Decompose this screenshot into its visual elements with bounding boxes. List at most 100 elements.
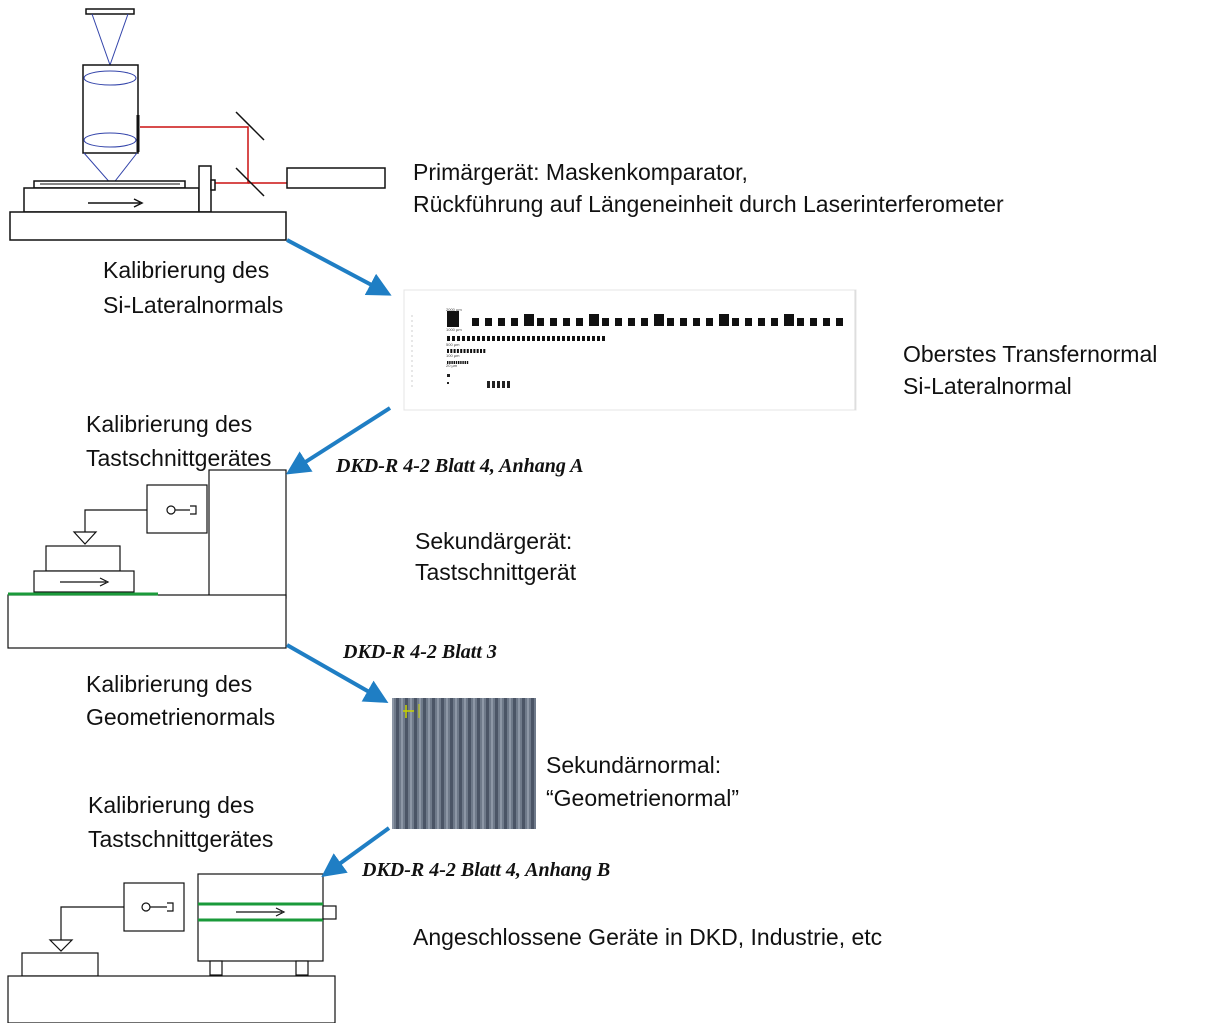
- si-mark-large: [576, 318, 583, 326]
- si-mark-large: [758, 318, 765, 326]
- si-mark-small: [452, 336, 455, 341]
- mirror-upper: [235, 111, 265, 141]
- si-mark-tiny: [476, 349, 479, 353]
- mask-comparator-drawing: [9, 8, 386, 241]
- si-mark-small: [447, 336, 450, 341]
- step1-label-line1: Kalibrierung des: [103, 257, 269, 283]
- ref-annex-b: DKD-R 4-2 Blatt 4, Anhang B: [361, 859, 610, 881]
- step4-label-line2: Tastschnittgerätes: [88, 826, 273, 852]
- si-mark-tiny: [470, 349, 473, 353]
- si-mark-small: [532, 336, 535, 341]
- stylus-tip-2: [48, 939, 74, 952]
- si-mark-small: [462, 336, 465, 341]
- comparator-base: [9, 211, 287, 241]
- si-mark-tiny: [462, 361, 464, 364]
- secondary-standard-label-line1: Sekundärnormal:: [546, 752, 721, 778]
- laser-source: [286, 167, 386, 189]
- si-mark-small: [467, 336, 470, 341]
- step3-label-line2: Geometrienormals: [86, 704, 275, 730]
- si-mark-large: [563, 318, 570, 326]
- si-mark-tiny: [483, 349, 486, 353]
- secondary-device-label-line1: Sekundärgerät:: [415, 528, 572, 554]
- si-mark-large: [447, 311, 459, 327]
- si-mark-small: [552, 336, 555, 341]
- si-mark-small: [582, 336, 585, 341]
- connected-devices-label: Angeschlossene Geräte in DKD, Industrie,…: [413, 924, 882, 950]
- si-mark-large: [472, 318, 479, 326]
- si-mark-small: [512, 336, 515, 341]
- si-mark-small: [497, 336, 500, 341]
- si-mark-large: [641, 318, 648, 326]
- si-mark-tiny: [453, 361, 455, 364]
- si-mark-small: [482, 336, 485, 341]
- ref-sheet3: DKD-R 4-2 Blatt 3: [342, 641, 497, 663]
- step3-label-line1: Kalibrierung des: [86, 671, 252, 697]
- si-mark-small: [537, 336, 540, 341]
- svg-text:2000 µm: 2000 µm: [446, 307, 462, 312]
- si-mark-large: [589, 314, 599, 326]
- si-mark-small: [472, 336, 475, 341]
- si-mark-large: [498, 318, 505, 326]
- si-mark-small: [602, 336, 605, 341]
- si-mark-tiny: [449, 361, 451, 364]
- secondary-device-label-line2: Tastschnittgerät: [415, 559, 577, 585]
- si-mark-large: [550, 318, 557, 326]
- arrow-to-si-standard: [286, 238, 392, 296]
- instrument-base-2: [7, 975, 336, 1023]
- instrument-base: [7, 594, 287, 649]
- objective-body: [82, 64, 139, 154]
- svg-text:1000 µm: 1000 µm: [446, 327, 462, 332]
- si-mark-tiny: [453, 349, 456, 353]
- si-mark-large: [810, 318, 817, 326]
- drive-shaft: [322, 905, 337, 920]
- step1-label-line2: Si-Lateralnormals: [103, 292, 283, 318]
- illumination-plate: [85, 8, 135, 15]
- si-mark-tiny: [466, 361, 469, 364]
- si-mark-large: [836, 318, 843, 326]
- light-cone-upper: [91, 13, 129, 67]
- si-mark-small: [592, 336, 595, 341]
- si-mark-tiny: [466, 349, 469, 353]
- si-mark-small: [562, 336, 565, 341]
- si-mark-small: [567, 336, 570, 341]
- si-mark-small: [587, 336, 590, 341]
- interferometer-mirror: [198, 165, 212, 213]
- si-mark-small: [477, 336, 480, 341]
- step4-label-line1: Kalibrierung des: [88, 792, 254, 818]
- comparator-stage: [23, 187, 200, 213]
- si-mark-large: [771, 318, 778, 326]
- svg-text:100 µm: 100 µm: [446, 353, 460, 358]
- si-mark-small: [557, 336, 560, 341]
- si-mark-large: [485, 318, 492, 326]
- si-mark-large: [654, 314, 664, 326]
- si-mark-tiny: [463, 349, 466, 353]
- step2-label-line2: Tastschnittgerätes: [86, 445, 271, 471]
- si-mark-small: [597, 336, 600, 341]
- si-mark-small: [577, 336, 580, 341]
- si-lateral-standard-image: 2000 µm 1000 µm 500 µm 100 µm 20 µm: [403, 289, 857, 411]
- specimen-block: [45, 545, 121, 572]
- laser-beam: [140, 126, 249, 184]
- si-mark-large: [680, 318, 687, 326]
- si-mark-large: [615, 318, 622, 326]
- si-mark-tiny: [460, 361, 462, 364]
- stylus-arm-2: [60, 906, 124, 940]
- si-mark-tiny: [458, 361, 460, 364]
- si-mark-large: [706, 318, 713, 326]
- si-mark-tiny: [464, 361, 466, 364]
- si-mark-large: [823, 318, 830, 326]
- si-mark-small: [572, 336, 575, 341]
- si-mark-tiny: [480, 349, 482, 353]
- instrument-column: [208, 469, 287, 599]
- arrow-to-connected-devices: [321, 826, 391, 878]
- si-mark-small: [502, 336, 505, 341]
- top-standard-label-line2: Si-Lateralnormal: [903, 373, 1072, 399]
- svg-text:20 µm: 20 µm: [446, 363, 458, 368]
- workpiece: [21, 952, 99, 977]
- arrow-to-stylus-instrument: [285, 406, 392, 475]
- step2-label-line1: Kalibrierung des: [86, 411, 252, 437]
- si-mark-small: [527, 336, 530, 341]
- si-mark-large: [524, 314, 534, 326]
- si-mark-large: [784, 314, 794, 326]
